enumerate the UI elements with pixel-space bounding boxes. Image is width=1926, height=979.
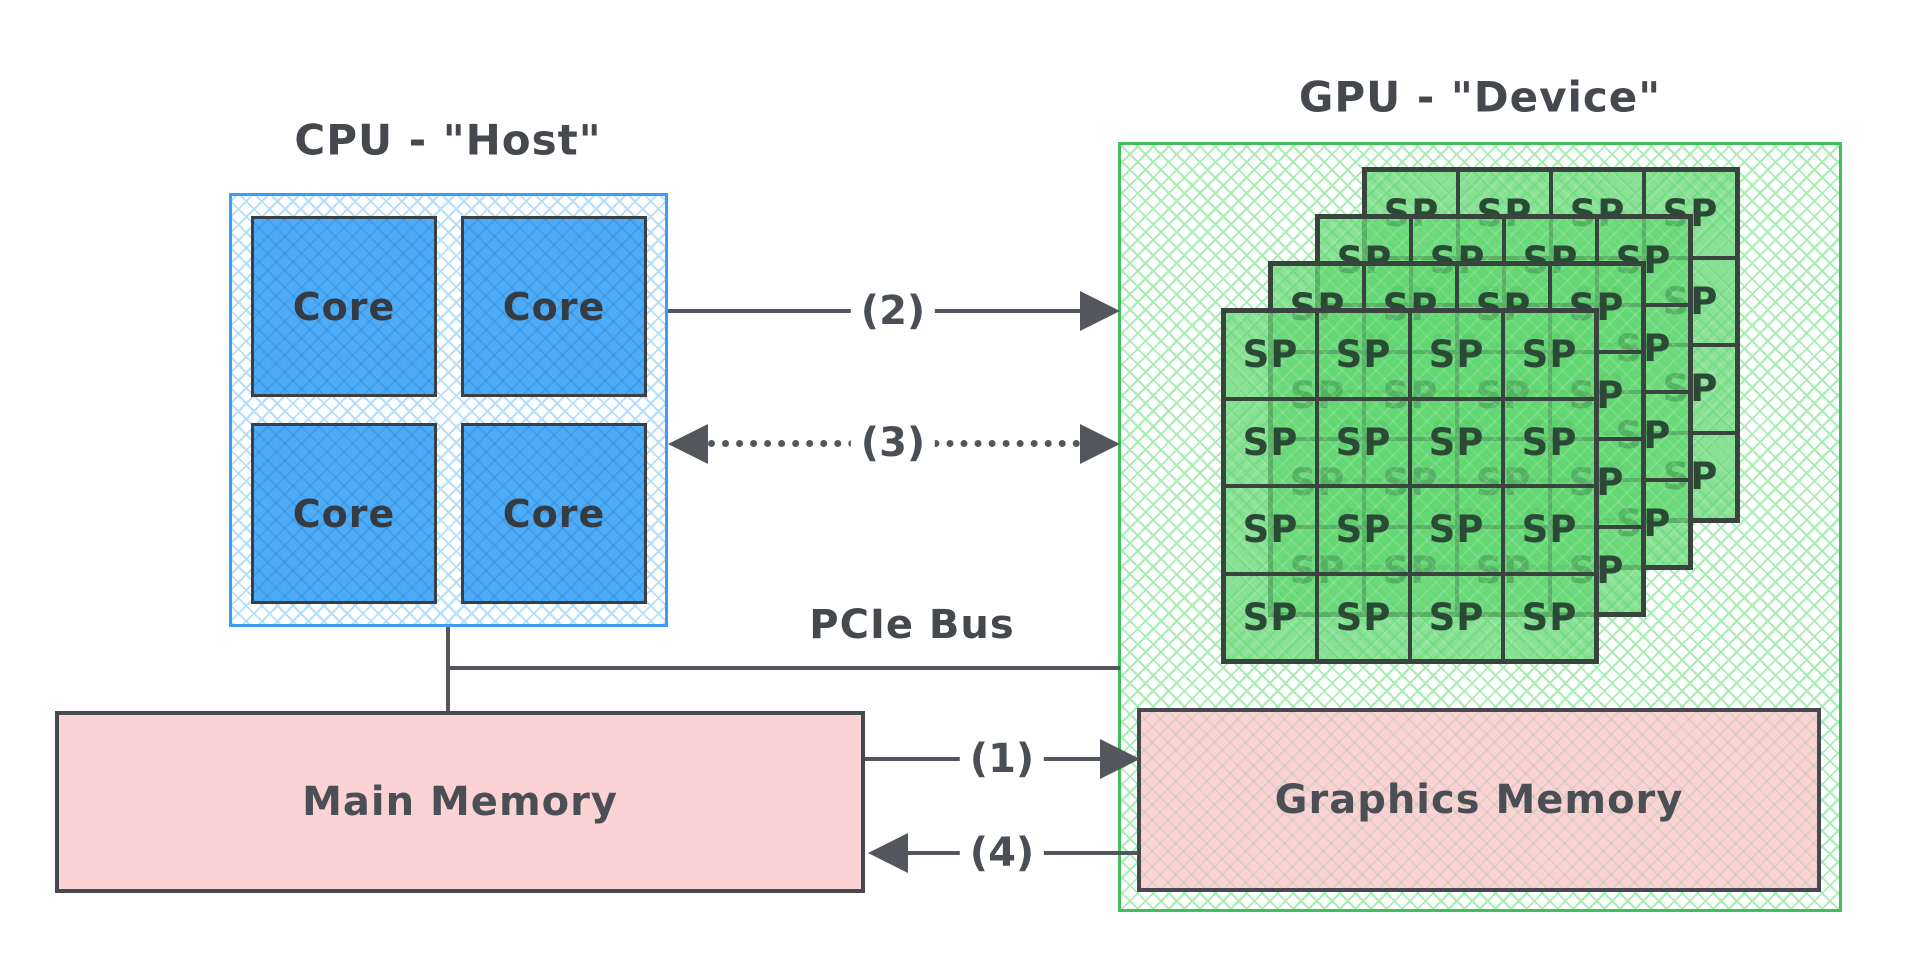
sp-cell: SP	[1410, 486, 1503, 574]
sp-cell: SP	[1503, 573, 1596, 661]
sp-cell: SP	[1410, 398, 1503, 486]
sp-cell: SP	[1224, 311, 1317, 399]
pcie-bus-line	[448, 666, 1120, 670]
cpu-core: Core	[251, 423, 437, 604]
arrow-2-arrowhead-icon	[1080, 291, 1120, 331]
pcie-bus-label: PCIe Bus	[809, 602, 1015, 648]
main-memory-box: Main Memory	[55, 711, 865, 893]
arrow-1-arrowhead-icon	[1100, 739, 1140, 779]
cpu-host-box: Core Core Core Core	[229, 193, 668, 627]
arrow-4-arrowhead-icon	[868, 833, 908, 873]
sp-cell: SP	[1317, 311, 1410, 399]
sp-cell: SP	[1317, 573, 1410, 661]
sp-cell: SP	[1503, 398, 1596, 486]
sp-cell: SP	[1503, 311, 1596, 399]
sp-cell: SP	[1224, 486, 1317, 574]
arrow-2-label: (2)	[850, 288, 936, 334]
cpu-core: Core	[461, 423, 647, 604]
arrow-1-label: (1)	[959, 736, 1045, 782]
sp-cell: SP	[1224, 573, 1317, 661]
gpu-title: GPU - "Device"	[1298, 72, 1662, 122]
cpu-title: CPU - "Host"	[294, 115, 602, 165]
sp-cell: SP	[1550, 264, 1643, 352]
sp-cell: SP	[1317, 486, 1410, 574]
sp-cell: SP	[1410, 573, 1503, 661]
sp-cell: SP	[1410, 311, 1503, 399]
arrow-3-left-arrowhead-icon	[668, 424, 708, 464]
arrow-3-right-arrowhead-icon	[1080, 424, 1120, 464]
gpu-device-box: SPSPSPSPSPSPSPSPSPSPSPSPSPSPSPSPSPSPSPSP…	[1118, 142, 1842, 912]
sp-cell: SP	[1317, 398, 1410, 486]
cpu-core: Core	[251, 216, 437, 397]
sp-cell: SP	[1503, 486, 1596, 574]
arrow-4-label: (4)	[959, 830, 1045, 876]
arrow-3-label: (3)	[850, 420, 936, 466]
sp-cell: SP	[1224, 398, 1317, 486]
graphics-memory-box: Graphics Memory	[1137, 708, 1821, 892]
cpu-core: Core	[461, 216, 647, 397]
